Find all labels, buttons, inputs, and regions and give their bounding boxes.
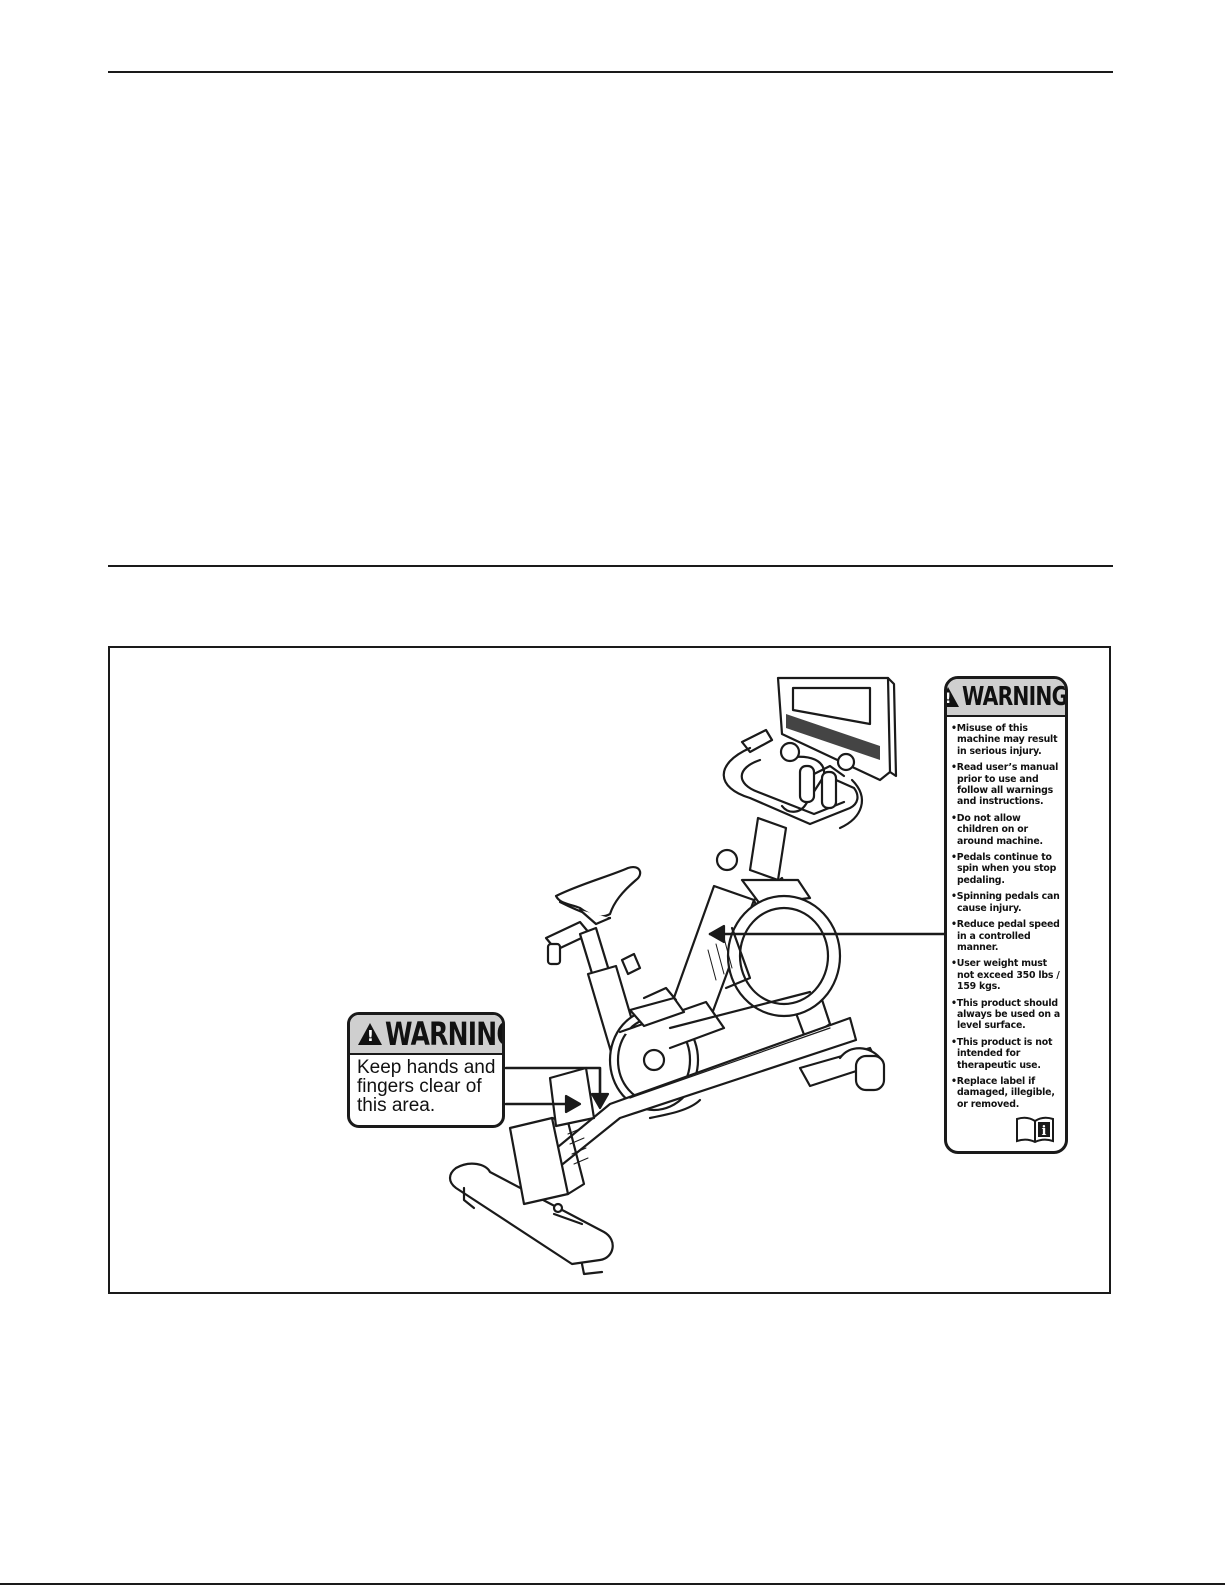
- warning-item: Reduce pedal speed in a controlled manne…: [951, 919, 1061, 953]
- manual-info-icon: i: [1016, 1116, 1054, 1143]
- warning-triangle-icon: [358, 1023, 382, 1045]
- warning-item: This product should always be used on a …: [951, 998, 1061, 1032]
- warning-item: User weight must not exceed 350 lbs / 15…: [951, 958, 1061, 992]
- warning-item: Pedals continue to spin when you stop pe…: [951, 852, 1061, 886]
- page-bottom-rule: [0, 1583, 1225, 1585]
- large-warning-title: WARNING: [961, 682, 1068, 712]
- svg-text:i: i: [1042, 1124, 1047, 1139]
- warning-item: This product is not intended for therape…: [951, 1037, 1061, 1071]
- top-rule: [108, 71, 1113, 73]
- exercise-bike-illustration: [448, 676, 946, 1276]
- middle-rule: [108, 565, 1113, 567]
- warning-item: Replace label if damaged, illegible, or …: [951, 1076, 1061, 1110]
- small-warning-header: WARNING: [350, 1015, 502, 1055]
- warning-list: Misuse of this machine may result in ser…: [947, 723, 1065, 1110]
- large-warning-label: WARNING Misuse of this machine may resul…: [944, 676, 1068, 1154]
- warning-item: Misuse of this machine may result in ser…: [951, 723, 1061, 757]
- large-warning-header: WARNING: [947, 679, 1065, 717]
- small-warning-label: WARNING Keep hands and fingers clear of …: [347, 1012, 505, 1128]
- warning-item: Spinning pedals can cause injury.: [951, 891, 1061, 914]
- small-warning-title: WARNING: [385, 1015, 505, 1053]
- small-warning-text: Keep hands and fingers clear of this are…: [357, 1057, 496, 1116]
- warning-item: Read user’s manual prior to use and foll…: [951, 762, 1061, 808]
- warning-decal-figure: WARNING Keep hands and fingers clear of …: [108, 646, 1111, 1294]
- warning-item: Do not allow children on or around machi…: [951, 813, 1061, 847]
- warning-triangle-icon: [947, 687, 959, 707]
